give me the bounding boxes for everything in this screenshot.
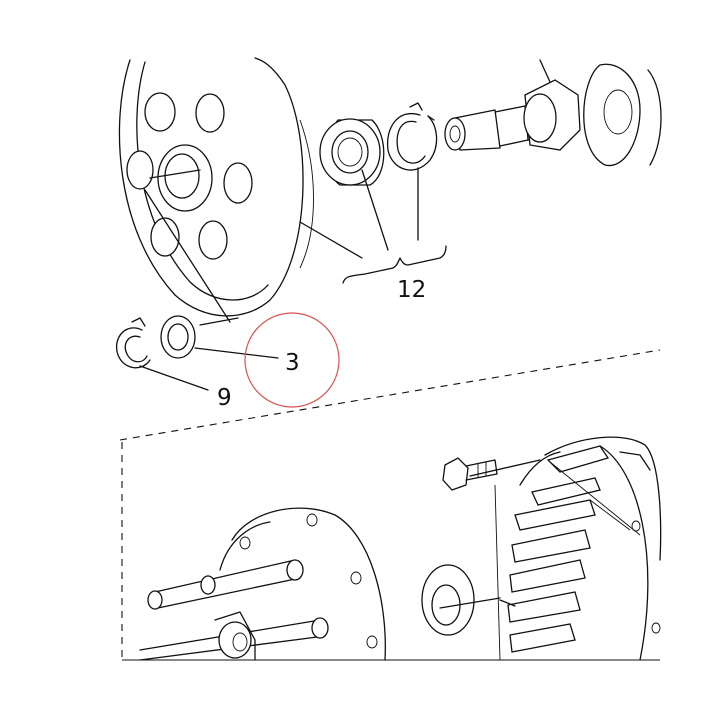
leader-lines-12 — [299, 167, 447, 284]
bolt-part — [442, 457, 541, 491]
circlip-lower — [116, 317, 151, 369]
clutch-hub-lower — [139, 507, 386, 661]
bearing-part — [319, 118, 385, 186]
highlight-circle — [244, 312, 340, 408]
right-edge-line — [494, 484, 501, 661]
dashed-frame — [119, 349, 661, 660]
washer-part — [160, 315, 196, 359]
clutch-bell-disc — [118, 57, 314, 323]
clutch-basket — [499, 436, 662, 661]
callout-label-12: 12 — [397, 277, 426, 303]
leader-lines-lower — [139, 317, 279, 391]
shaft-assembly — [444, 59, 662, 167]
callout-label-3: 3 — [285, 350, 300, 376]
circlip-upper — [386, 102, 438, 171]
callout-label-9: 9 — [217, 385, 232, 411]
washer-lower — [421, 564, 501, 636]
